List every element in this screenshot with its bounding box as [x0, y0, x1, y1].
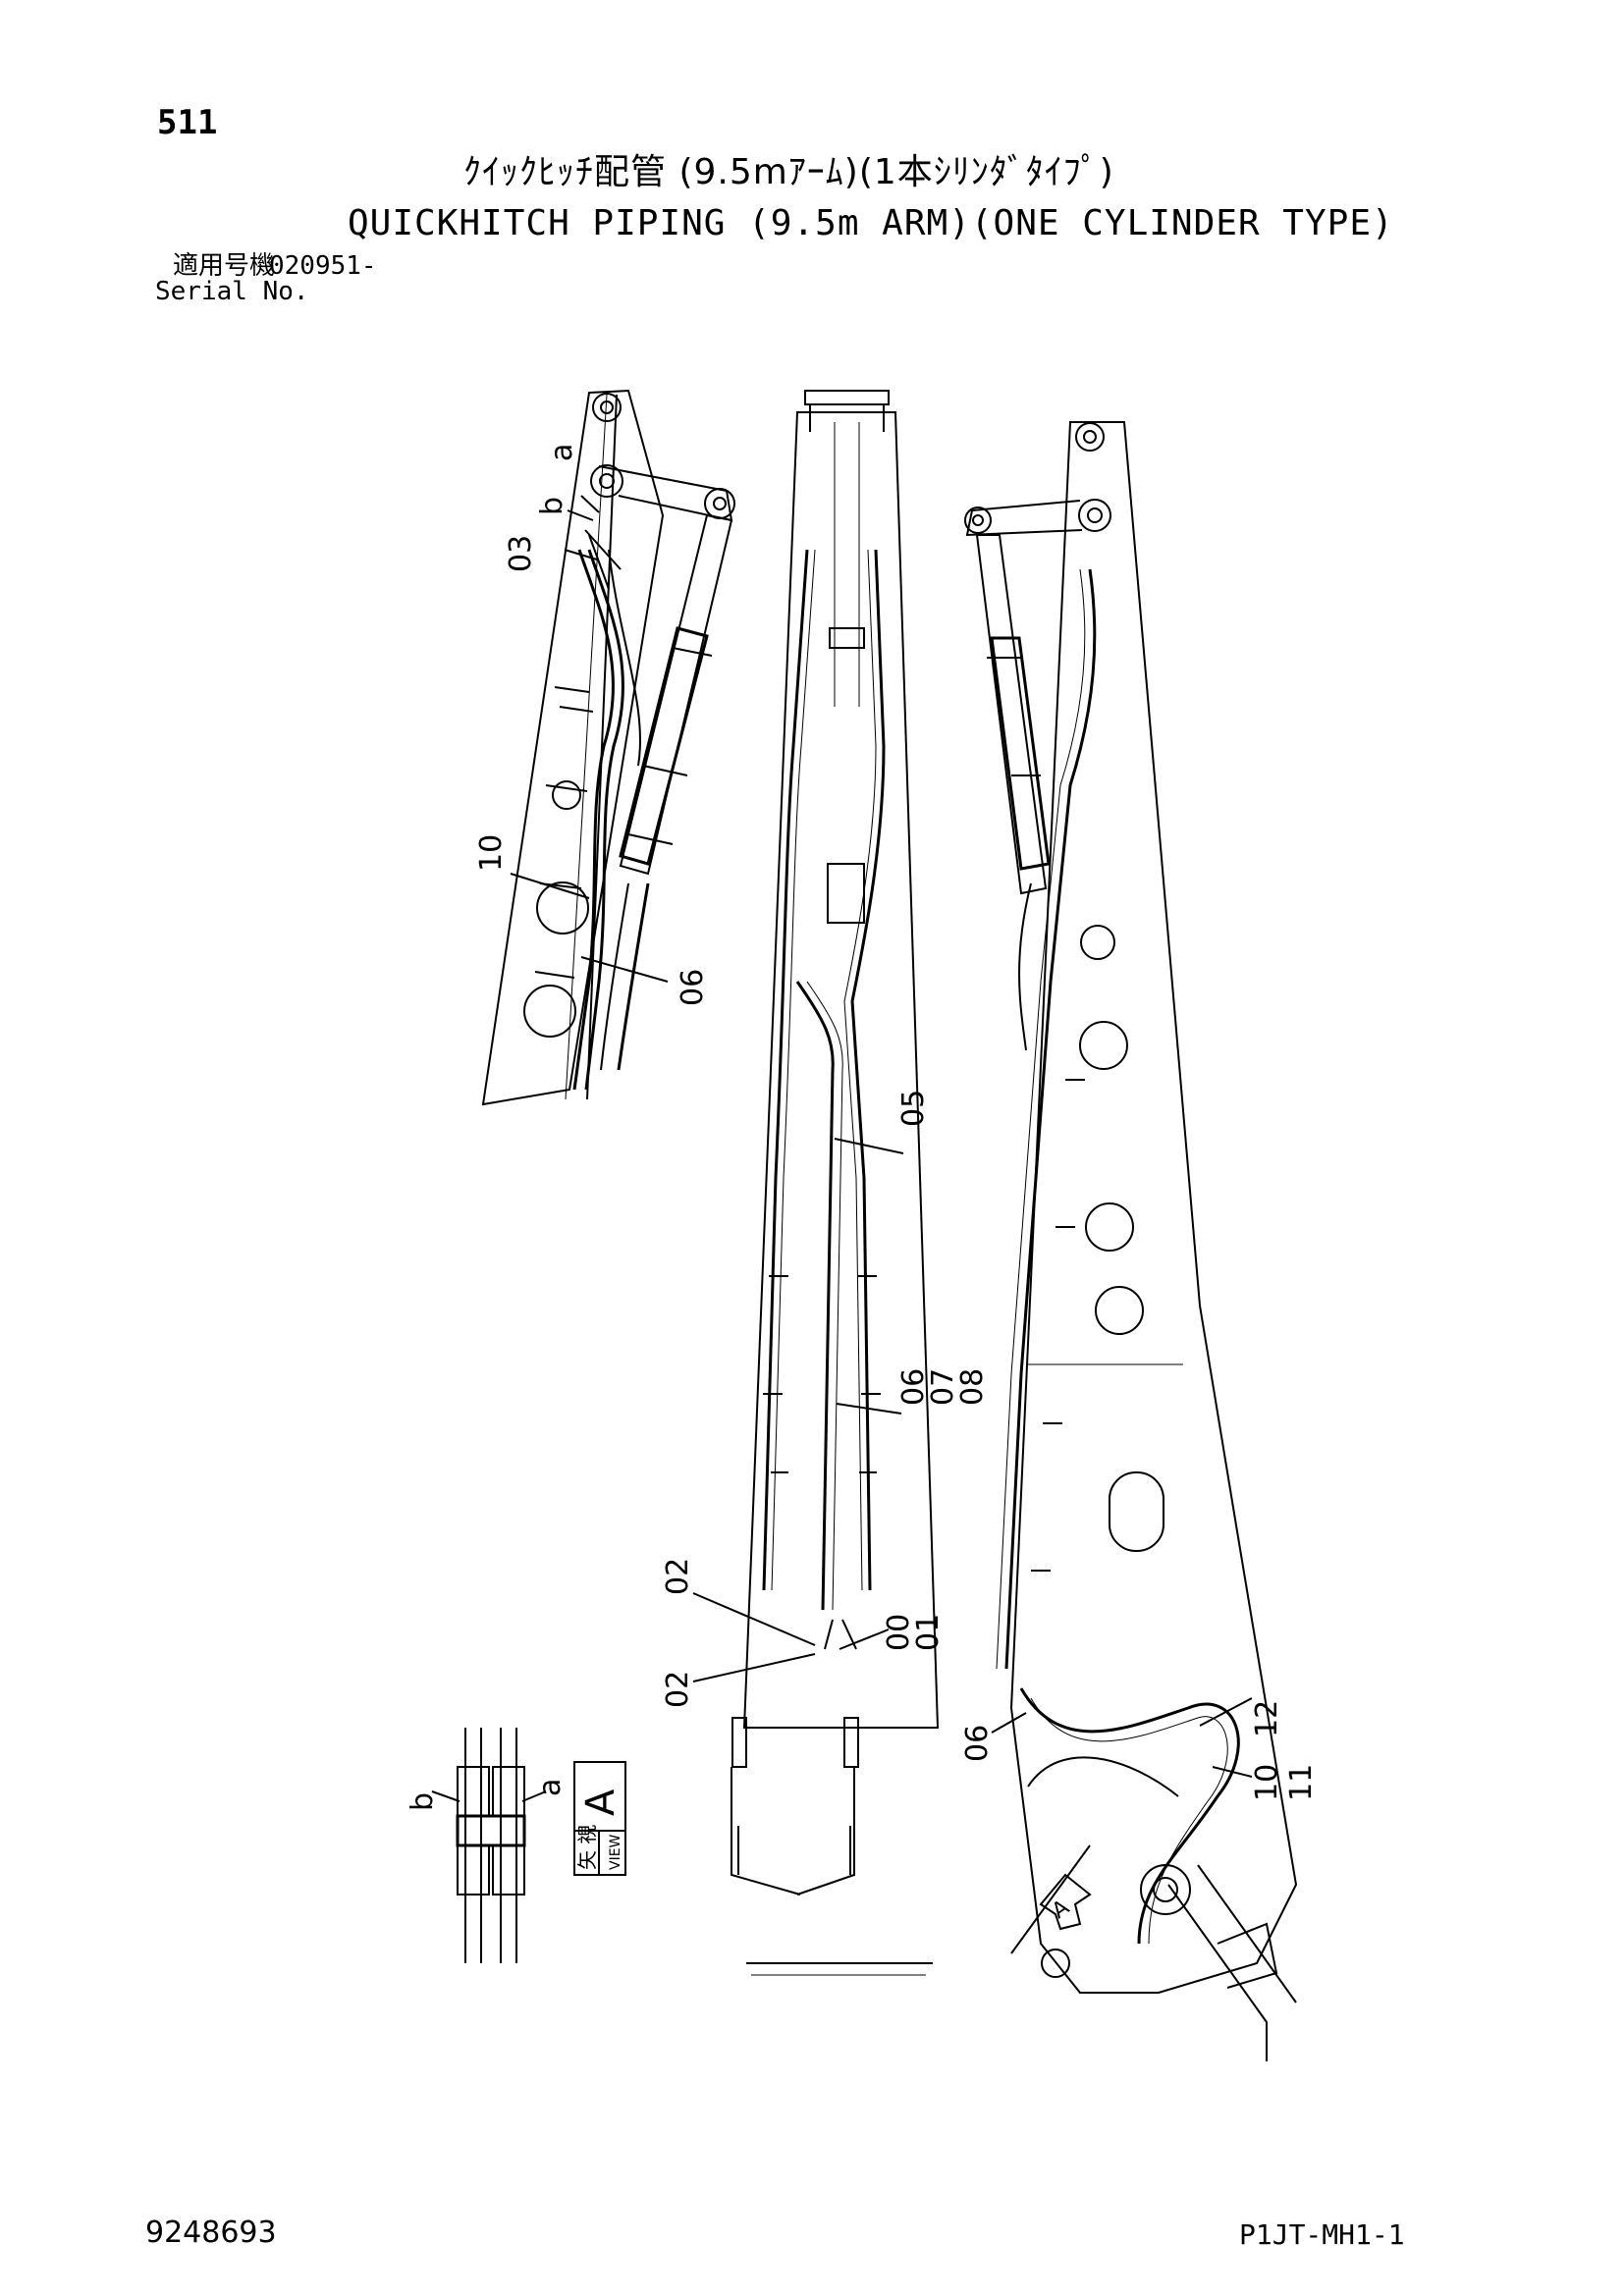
drawing-number: 9248693: [145, 2216, 277, 2250]
right-arm-view: [964, 421, 1298, 2061]
leader-02-a: [692, 1592, 816, 1646]
leader-06-top: [580, 956, 669, 983]
leader-03: [564, 549, 598, 561]
leader-view-b: [431, 1790, 460, 1802]
leader-10-top: [510, 873, 590, 899]
hose-loop: [1019, 1687, 1240, 1945]
pin-hole-link: [590, 464, 623, 498]
serial-label-japanese: 適用号機: [173, 251, 276, 281]
leader-06-bot: [991, 1712, 1027, 1734]
leader-06-07-08: [836, 1403, 902, 1415]
callout-10-top: 10: [474, 834, 509, 872]
leader-a: [580, 495, 600, 513]
leader-00-01: [839, 1629, 890, 1650]
view-box-english: VIEW: [608, 1834, 623, 1870]
center-arm-view: [692, 390, 940, 1976]
leader-05: [834, 1138, 904, 1154]
leader-02-b: [692, 1653, 816, 1682]
callout-b: b: [535, 497, 569, 515]
leader-b: [567, 509, 594, 521]
callout-10-bot: 10: [1250, 1764, 1284, 1801]
callout-02-a: 02: [661, 1558, 695, 1595]
serial-label-english: Serial No.: [155, 277, 309, 306]
page-code: P1JT-MH1-1: [1239, 2218, 1405, 2251]
leader-view-a: [521, 1790, 547, 1802]
cylinder-rod: [619, 513, 733, 876]
page-number: 511: [157, 103, 218, 142]
callout-a: a: [545, 444, 579, 461]
callout-06-mid: 06: [896, 1368, 931, 1406]
title-japanese: ｸｲｯｸﾋｯﾁ配管 (9.5mｱｰﾑ)(1本ｼﾘﾝﾀﾞﾀｲﾌﾟ): [463, 152, 1114, 192]
leader-12: [1199, 1697, 1253, 1727]
view-a-detail: [431, 1728, 626, 1963]
leader-10-11: [1212, 1766, 1253, 1778]
callout-00: 00: [882, 1614, 916, 1651]
view-arrow: [1039, 1873, 1092, 1931]
callout-06-top: 06: [676, 969, 710, 1006]
callout-03: 03: [504, 535, 538, 572]
callout-view-a: a: [533, 1779, 568, 1796]
view-box-japanese: 矢 視: [575, 1825, 599, 1870]
arm-body-right: [1009, 421, 1298, 1994]
cylinder-barrel: [619, 626, 709, 866]
callout-07-mid: 07: [926, 1368, 960, 1406]
callout-02-b: 02: [661, 1671, 695, 1708]
arm-body: [742, 411, 940, 1729]
title-english: QUICKHITCH PIPING (9.5m ARM)(ONE CYLINDE…: [348, 203, 1394, 243]
pin-hole-top: [592, 393, 622, 422]
view-box-letter: A: [578, 1789, 623, 1816]
callout-view-b: b: [406, 1792, 440, 1811]
callout-11: 11: [1284, 1764, 1319, 1801]
callout-01: 01: [911, 1614, 946, 1651]
callout-05: 05: [896, 1090, 931, 1127]
left-arm-view: [481, 389, 735, 1106]
serial-number: 020951-: [269, 251, 377, 281]
callout-08-mid: 08: [955, 1368, 990, 1406]
callout-06-bot: 06: [960, 1725, 995, 1762]
callout-12: 12: [1250, 1700, 1284, 1737]
